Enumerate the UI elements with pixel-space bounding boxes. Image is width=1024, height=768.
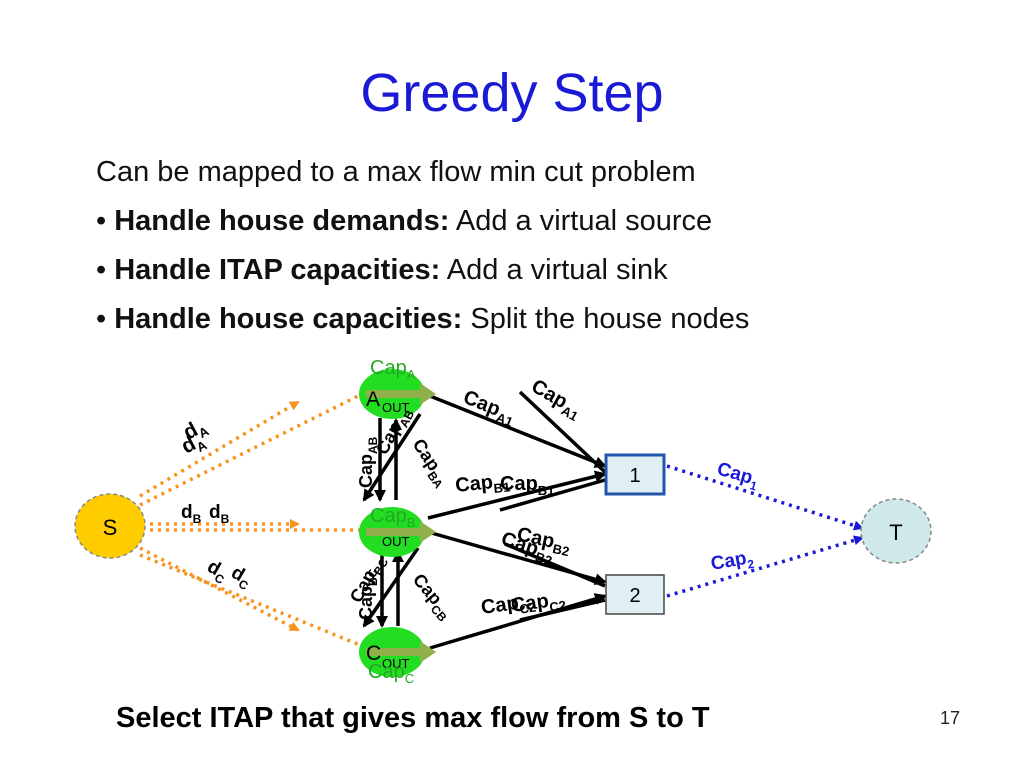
sink-node: T xyxy=(860,498,932,564)
cap-a1-label-1: CapA1 xyxy=(459,386,519,430)
source-node: S xyxy=(74,493,146,559)
bullet-item-itap: • Handle ITAP capacities: Add a virtual … xyxy=(96,250,749,299)
edge-1-to-t xyxy=(666,464,864,531)
house-c-split-arrow xyxy=(366,641,436,663)
house-to-house-edges xyxy=(362,413,422,628)
house-to-itap-edges xyxy=(427,390,607,650)
edge-b-to-1-upper xyxy=(427,470,607,520)
itap-node-1-shape xyxy=(604,453,666,496)
sink-capacity-labels: Cap1 Cap2 xyxy=(709,459,759,578)
itap-node-2-label: 2 xyxy=(629,585,640,607)
bullet-bold-text: Handle ITAP capacities: xyxy=(114,254,441,286)
slide-title: Greedy Step xyxy=(360,63,664,123)
house-a-cap: CapA xyxy=(370,357,416,382)
house-a-letter: A xyxy=(366,388,380,411)
house-c-out: OUT xyxy=(382,656,410,671)
intro-line: Can be mapped to a max flow min cut prob… xyxy=(96,156,696,188)
cap-b1-label-2: CapB1 xyxy=(500,473,554,498)
edge-b-to-2-lower xyxy=(504,542,606,588)
edge-b-to-1-lower xyxy=(499,478,606,512)
demand-edge-c-upper xyxy=(139,546,300,632)
bullet-item-demands: • Handle house demands: Add a virtual so… xyxy=(96,201,749,250)
cap-2-label: Cap2 xyxy=(709,547,755,578)
itap-to-sink-edges xyxy=(666,464,864,598)
edge-2-to-t xyxy=(666,535,864,598)
house-node-c: C OUT CapC xyxy=(359,627,436,686)
house-c-cap: CapC xyxy=(368,661,414,686)
source-node-label: S xyxy=(103,515,118,540)
demand-edge-a-upper xyxy=(139,400,300,498)
cap-ab-label-1: CapAB xyxy=(356,436,380,488)
demand-label-c-2: dC xyxy=(226,562,256,593)
house-c-letter: C xyxy=(366,642,381,665)
page-number: 17 xyxy=(940,708,961,728)
bullet-marker: • xyxy=(96,205,107,237)
bullet-list: Can be mapped to a max flow min cut prob… xyxy=(96,152,749,348)
slide-footer: Select ITAP that gives max flow from S t… xyxy=(116,702,710,734)
house-a-split-arrow xyxy=(366,383,436,405)
house-link-labels: CapAB CapAB CapBA CapBC CapBC CapCB xyxy=(346,408,458,625)
sink-node-shape xyxy=(860,498,932,564)
cap-cb-label: CapCB xyxy=(406,570,458,625)
cap-c2-label-1: CapC2 xyxy=(480,590,537,622)
demand-edges xyxy=(139,388,374,652)
source-node-shape xyxy=(74,493,146,559)
house-b-cap: CapB xyxy=(370,505,415,530)
itap-node-1: 1 xyxy=(604,453,666,496)
cap-bc-label-1: CapBC xyxy=(356,568,380,620)
house-node-b: CapB OUT xyxy=(359,505,436,557)
demand-labels: dA dA dB dB dC dC xyxy=(178,418,256,593)
cap-b1-label-1: CapB1 xyxy=(454,469,511,500)
demand-edge-c-lower xyxy=(139,553,374,652)
cap-a1-label-2: CapA1 xyxy=(526,375,586,424)
edge-c-to-2-upper xyxy=(429,593,607,650)
demand-edge-a-lower xyxy=(139,388,372,507)
bullet-marker: • xyxy=(96,254,107,286)
bullet-text: Add a virtual sink xyxy=(440,254,668,286)
bullet-bold-text: Handle house capacities: xyxy=(114,303,463,335)
bullet-item-house-cap: • Handle house capacities: Split the hou… xyxy=(96,299,749,348)
bullet-marker: • xyxy=(96,303,107,335)
house-b-out: OUT xyxy=(382,534,410,549)
itap-node-1-label: 1 xyxy=(629,465,640,487)
edge-a-to-1-lower xyxy=(518,390,607,474)
house-node-a: A OUT CapA xyxy=(359,357,436,419)
sink-node-label: T xyxy=(889,520,902,545)
bullet-text: Add a virtual source xyxy=(449,205,713,237)
edge-c-to-2-lower xyxy=(519,598,606,622)
bullet-bold-text: Handle house demands: xyxy=(114,205,450,237)
demand-label-b-2: dB xyxy=(209,502,230,526)
bullet-text: Split the house nodes xyxy=(462,303,750,335)
edge-a-to-b-diag xyxy=(362,413,422,502)
itap-node-2-shape xyxy=(605,574,665,615)
cap-ba-label: CapBA xyxy=(405,435,454,491)
edge-b-to-c-diag xyxy=(362,547,420,628)
demand-label-b-1: dB xyxy=(181,502,202,526)
itap-node-2: 2 xyxy=(605,574,665,615)
house-a-out: OUT xyxy=(382,400,410,415)
cap-c2-label-2: CapC2 xyxy=(510,588,567,620)
house-b-split-arrow xyxy=(366,521,436,543)
edge-a-to-1-upper xyxy=(429,394,607,468)
